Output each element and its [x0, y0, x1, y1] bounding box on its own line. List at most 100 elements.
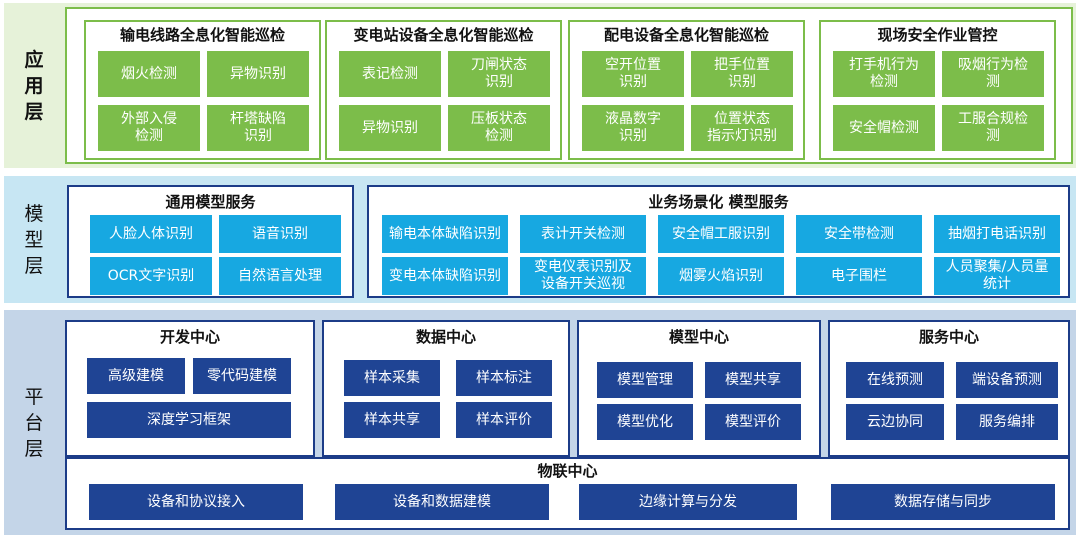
model-item[interactable]: 人员聚集/人员量统计 [934, 257, 1060, 295]
platform-layer-label: 平 台 层 [4, 310, 64, 535]
center-item[interactable]: 模型管理 [597, 362, 693, 398]
platform-layer: 平 台 层 开发中心 高级建模 零代码建模 深度学习框架 数据中心 样本采集 样… [4, 310, 1076, 535]
item-line1: 外部入侵 [121, 111, 177, 127]
item-line1: 安全帽检测 [849, 119, 919, 136]
model-item[interactable]: 安全带检测 [796, 215, 922, 253]
label-char: 应 [24, 48, 44, 71]
label-char: 层 [24, 437, 44, 460]
item-line1: 安全带检测 [824, 225, 894, 242]
business-model-services: 业务场景化 模型服务 输电本体缺陷识别 表计开关检测 安全帽工服识别 安全带检测… [367, 185, 1070, 298]
model-center: 模型中心 模型管理 模型共享 模型优化 模型评价 [577, 320, 821, 457]
center-item[interactable]: 零代码建模 [193, 358, 291, 394]
center-item[interactable]: 样本标注 [456, 360, 552, 396]
application-layer-label: 应 用 层 [4, 3, 64, 168]
data-center: 数据中心 样本采集 样本标注 样本共享 样本评价 [322, 320, 570, 457]
item-line1: 输电本体缺陷识别 [389, 225, 501, 242]
center-item[interactable]: 样本共享 [344, 402, 440, 438]
iot-center-title: 物联中心 [537, 462, 598, 480]
label-char: 模 [24, 202, 44, 225]
service-center-title: 服务中心 [918, 328, 979, 346]
item-line2: 指示灯识别 [707, 128, 777, 144]
app-group-title: 配电设备全息化智能巡检 [603, 26, 769, 44]
iot-item[interactable]: 边缘计算与分发 [579, 484, 797, 520]
item-line1: 表计开关检测 [541, 225, 625, 242]
iot-item[interactable]: 数据存储与同步 [831, 484, 1055, 520]
center-item[interactable]: 云边协同 [846, 404, 944, 440]
item-line2: 识别 [244, 128, 272, 144]
model-item[interactable]: 人脸人体识别 [90, 215, 212, 253]
app-group-distribution: 配电设备全息化智能巡检 空开位置识别 把手位置识别 液晶数字识别 位置状态指示灯… [568, 20, 805, 160]
model-item[interactable]: 变电本体缺陷识别 [382, 257, 508, 295]
app-item[interactable]: 表记检测 [339, 51, 441, 97]
app-item[interactable]: 压板状态检测 [448, 105, 550, 151]
app-item[interactable]: 液晶数字识别 [582, 105, 684, 151]
model-item[interactable]: 烟雾火焰识别 [658, 257, 784, 295]
center-item[interactable]: 模型共享 [705, 362, 801, 398]
app-item[interactable]: 空开位置识别 [582, 51, 684, 97]
label-char: 平 [24, 385, 44, 408]
model-item[interactable]: 语音识别 [219, 215, 341, 253]
app-group-safety: 现场安全作业管控 打手机行为检测 吸烟行为检测 安全帽检测 工服合规检测 [819, 20, 1056, 160]
model-item[interactable]: 输电本体缺陷识别 [382, 215, 508, 253]
model-item[interactable]: 安全帽工服识别 [658, 215, 784, 253]
item-line1: 压板状态 [471, 111, 527, 127]
application-layer: 应 用 层 输电线路全息化智能巡检 烟火检测 异物识别 外部入侵检测 杆塔缺陷识… [4, 3, 1076, 168]
center-item[interactable]: 在线预测 [846, 362, 944, 398]
app-item[interactable]: 异物识别 [207, 51, 309, 97]
item-line1: 异物识别 [362, 119, 418, 136]
dev-center: 开发中心 高级建模 零代码建模 深度学习框架 [65, 320, 315, 457]
center-item[interactable]: 端设备预测 [956, 362, 1058, 398]
center-item[interactable]: 高级建模 [87, 358, 185, 394]
label-char: 台 [24, 411, 44, 434]
center-item[interactable]: 服务编排 [956, 404, 1058, 440]
general-model-services: 通用模型服务 人脸人体识别 语音识别 OCR文字识别 自然语言处理 [67, 185, 354, 298]
item-line1: 空开位置 [605, 57, 661, 73]
model-item[interactable]: 表计开关检测 [520, 215, 646, 253]
model-item[interactable]: 抽烟打电话识别 [934, 215, 1060, 253]
center-item[interactable]: 深度学习框架 [87, 402, 291, 438]
item-line2: 识别 [619, 74, 647, 90]
app-item[interactable]: 烟火检测 [98, 51, 200, 97]
item-line1: 把手位置 [714, 57, 770, 73]
item-line1: 工服合规检 [958, 111, 1028, 127]
app-item[interactable]: 外部入侵检测 [98, 105, 200, 151]
model-item[interactable]: 变电仪表识别及设备开关巡视 [520, 257, 646, 295]
app-item[interactable]: 工服合规检测 [942, 105, 1044, 151]
iot-center: 物联中心 设备和协议接入 设备和数据建模 边缘计算与分发 数据存储与同步 [65, 457, 1070, 530]
app-item[interactable]: 刀闸状态识别 [448, 51, 550, 97]
item-line2: 检测 [870, 74, 898, 90]
item-line1: 烟雾火焰识别 [679, 267, 763, 284]
item-line1: 安全帽工服识别 [672, 225, 770, 242]
item-line1: 液晶数字 [605, 111, 661, 127]
center-item[interactable]: 样本评价 [456, 402, 552, 438]
app-item[interactable]: 异物识别 [339, 105, 441, 151]
model-layer: 模 型 层 通用模型服务 人脸人体识别 语音识别 OCR文字识别 自然语言处理 … [4, 176, 1076, 303]
app-item[interactable]: 安全帽检测 [833, 105, 935, 151]
app-item[interactable]: 吸烟行为检测 [942, 51, 1044, 97]
center-item[interactable]: 模型评价 [705, 404, 801, 440]
item-line1: 打手机行为 [849, 57, 919, 73]
center-item[interactable]: 模型优化 [597, 404, 693, 440]
item-line1: 杆塔缺陷 [230, 111, 286, 127]
item-line2: 统计 [983, 276, 1011, 292]
item-line1: 异物识别 [230, 65, 286, 82]
item-line2: 设备开关巡视 [541, 276, 625, 292]
app-group-transmission: 输电线路全息化智能巡检 烟火检测 异物识别 外部入侵检测 杆塔缺陷识别 [84, 20, 321, 160]
label-char: 层 [24, 100, 44, 123]
app-item[interactable]: 打手机行为检测 [833, 51, 935, 97]
model-item[interactable]: 电子围栏 [796, 257, 922, 295]
app-group-title: 输电线路全息化智能巡检 [119, 26, 285, 44]
iot-item[interactable]: 设备和数据建模 [335, 484, 549, 520]
iot-item[interactable]: 设备和协议接入 [89, 484, 303, 520]
model-item[interactable]: OCR文字识别 [90, 257, 212, 295]
app-item[interactable]: 杆塔缺陷识别 [207, 105, 309, 151]
app-item[interactable]: 把手位置识别 [691, 51, 793, 97]
item-line1: 刀闸状态 [471, 57, 527, 73]
model-item[interactable]: 自然语言处理 [219, 257, 341, 295]
item-line1: 烟火检测 [121, 65, 177, 82]
center-item[interactable]: 样本采集 [344, 360, 440, 396]
item-line1: 抽烟打电话识别 [948, 225, 1046, 242]
item-line2: 测 [986, 74, 1000, 90]
app-item[interactable]: 位置状态指示灯识别 [691, 105, 793, 151]
item-line1: 变电本体缺陷识别 [389, 267, 501, 284]
